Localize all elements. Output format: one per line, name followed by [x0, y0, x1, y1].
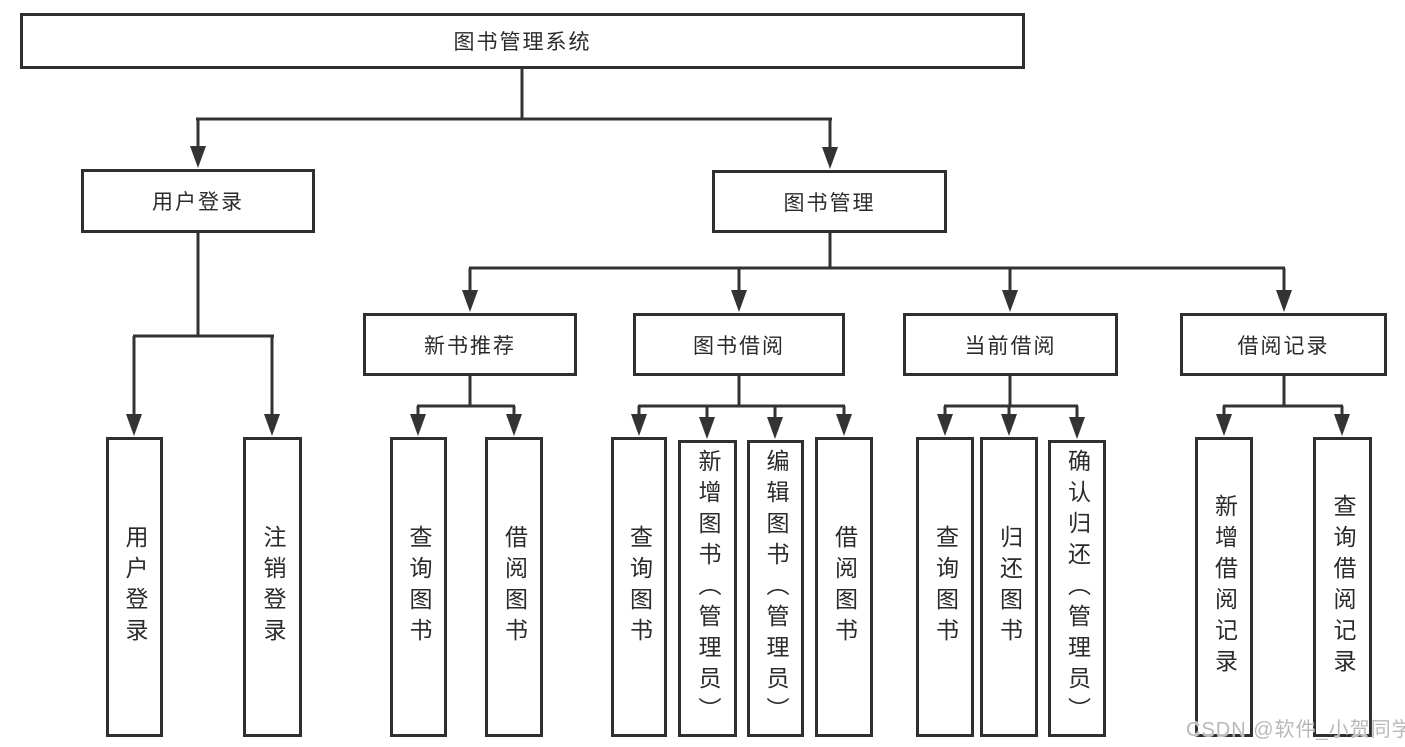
node-label: 用户登录	[152, 191, 244, 214]
arrow-down-icon	[767, 417, 783, 439]
arrow-down-icon	[699, 417, 715, 439]
leaf-label: 查询借阅记录	[1330, 494, 1356, 680]
leaf-label: 借阅图书	[501, 525, 528, 649]
node-label: 借阅记录	[1237, 334, 1330, 358]
leaf-label: 归还图书	[996, 525, 1023, 649]
node-label: 图书借阅	[693, 334, 785, 358]
leaf-label: 查询图书	[932, 525, 959, 649]
arrow-down-icon	[126, 414, 142, 436]
arrow-down-icon	[631, 414, 647, 436]
leaf-return-books: 归还图书	[980, 437, 1038, 737]
arrow-down-icon	[1216, 414, 1232, 436]
node-label: 图书管理系统	[453, 31, 592, 54]
leaf-query-books-current: 查询图书	[916, 437, 974, 737]
connector-book-borrow-branch	[631, 376, 852, 439]
node-new-book-recommend: 新书推荐	[363, 313, 577, 376]
leaf-user-login: 用户登录	[106, 437, 163, 737]
leaf-add-books-admin: 新增图书（管理员）	[678, 440, 737, 737]
arrow-down-icon	[1334, 414, 1350, 436]
arrow-down-icon	[1002, 290, 1018, 312]
leaf-logout-login: 注销登录	[243, 437, 302, 737]
leaf-query-borrow-record: 查询借阅记录	[1313, 437, 1372, 737]
arrow-down-icon	[1276, 290, 1292, 312]
arrow-down-icon	[1001, 414, 1017, 436]
node-book-management: 图书管理	[712, 170, 947, 233]
leaf-add-borrow-record: 新增借阅记录	[1195, 437, 1253, 737]
arrow-down-icon	[506, 414, 522, 436]
leaf-borrow-books: 借阅图书	[815, 437, 873, 737]
arrow-down-icon	[410, 414, 426, 436]
arrow-down-icon	[822, 147, 838, 169]
node-library-management-system: 图书管理系统	[20, 13, 1025, 69]
csdn-watermark: CSDN @软件_小贺同学	[1186, 719, 1405, 741]
leaf-label: 用户登录	[122, 525, 148, 649]
arrow-down-icon	[1069, 417, 1085, 439]
connector-root-to-level2	[190, 69, 838, 169]
leaf-label: 查询图书	[406, 525, 432, 649]
leaf-label: 查询图书	[626, 525, 653, 649]
node-label: 新书推荐	[424, 334, 516, 358]
node-label: 图书管理	[783, 191, 876, 215]
leaf-query-books-borrow: 查询图书	[611, 437, 667, 737]
leaf-label: 确认归还（管理员）	[1064, 449, 1091, 728]
node-current-borrow: 当前借阅	[903, 313, 1118, 376]
connector-new-book-recommend-branch	[410, 376, 522, 436]
node-book-borrow: 图书借阅	[633, 313, 845, 376]
leaf-label: 编辑图书（管理员）	[763, 449, 789, 728]
connector-user-login-branch	[126, 233, 280, 436]
leaf-label: 新增图书（管理员）	[695, 449, 721, 728]
leaf-borrow-books-recommend: 借阅图书	[485, 437, 543, 737]
leaf-query-books-recommend: 查询图书	[390, 437, 447, 737]
node-borrow-records: 借阅记录	[1180, 313, 1387, 376]
arrow-down-icon	[190, 146, 206, 168]
arrow-down-icon	[937, 414, 953, 436]
arrow-down-icon	[264, 414, 280, 436]
leaf-label: 借阅图书	[831, 525, 858, 649]
node-user-login: 用户登录	[81, 169, 315, 233]
leaf-edit-books-admin: 编辑图书（管理员）	[747, 440, 804, 737]
leaf-label: 注销登录	[260, 525, 286, 649]
arrow-down-icon	[731, 290, 747, 312]
leaf-label: 新增借阅记录	[1211, 494, 1238, 680]
node-label: 当前借阅	[964, 334, 1057, 358]
arrow-down-icon	[462, 290, 478, 312]
connector-borrow-records-branch	[1216, 376, 1350, 436]
connector-book-management-branch	[462, 233, 1292, 312]
leaf-confirm-return-admin: 确认归还（管理员）	[1048, 440, 1106, 737]
connector-current-borrow-branch	[937, 376, 1085, 439]
arrow-down-icon	[836, 414, 852, 436]
